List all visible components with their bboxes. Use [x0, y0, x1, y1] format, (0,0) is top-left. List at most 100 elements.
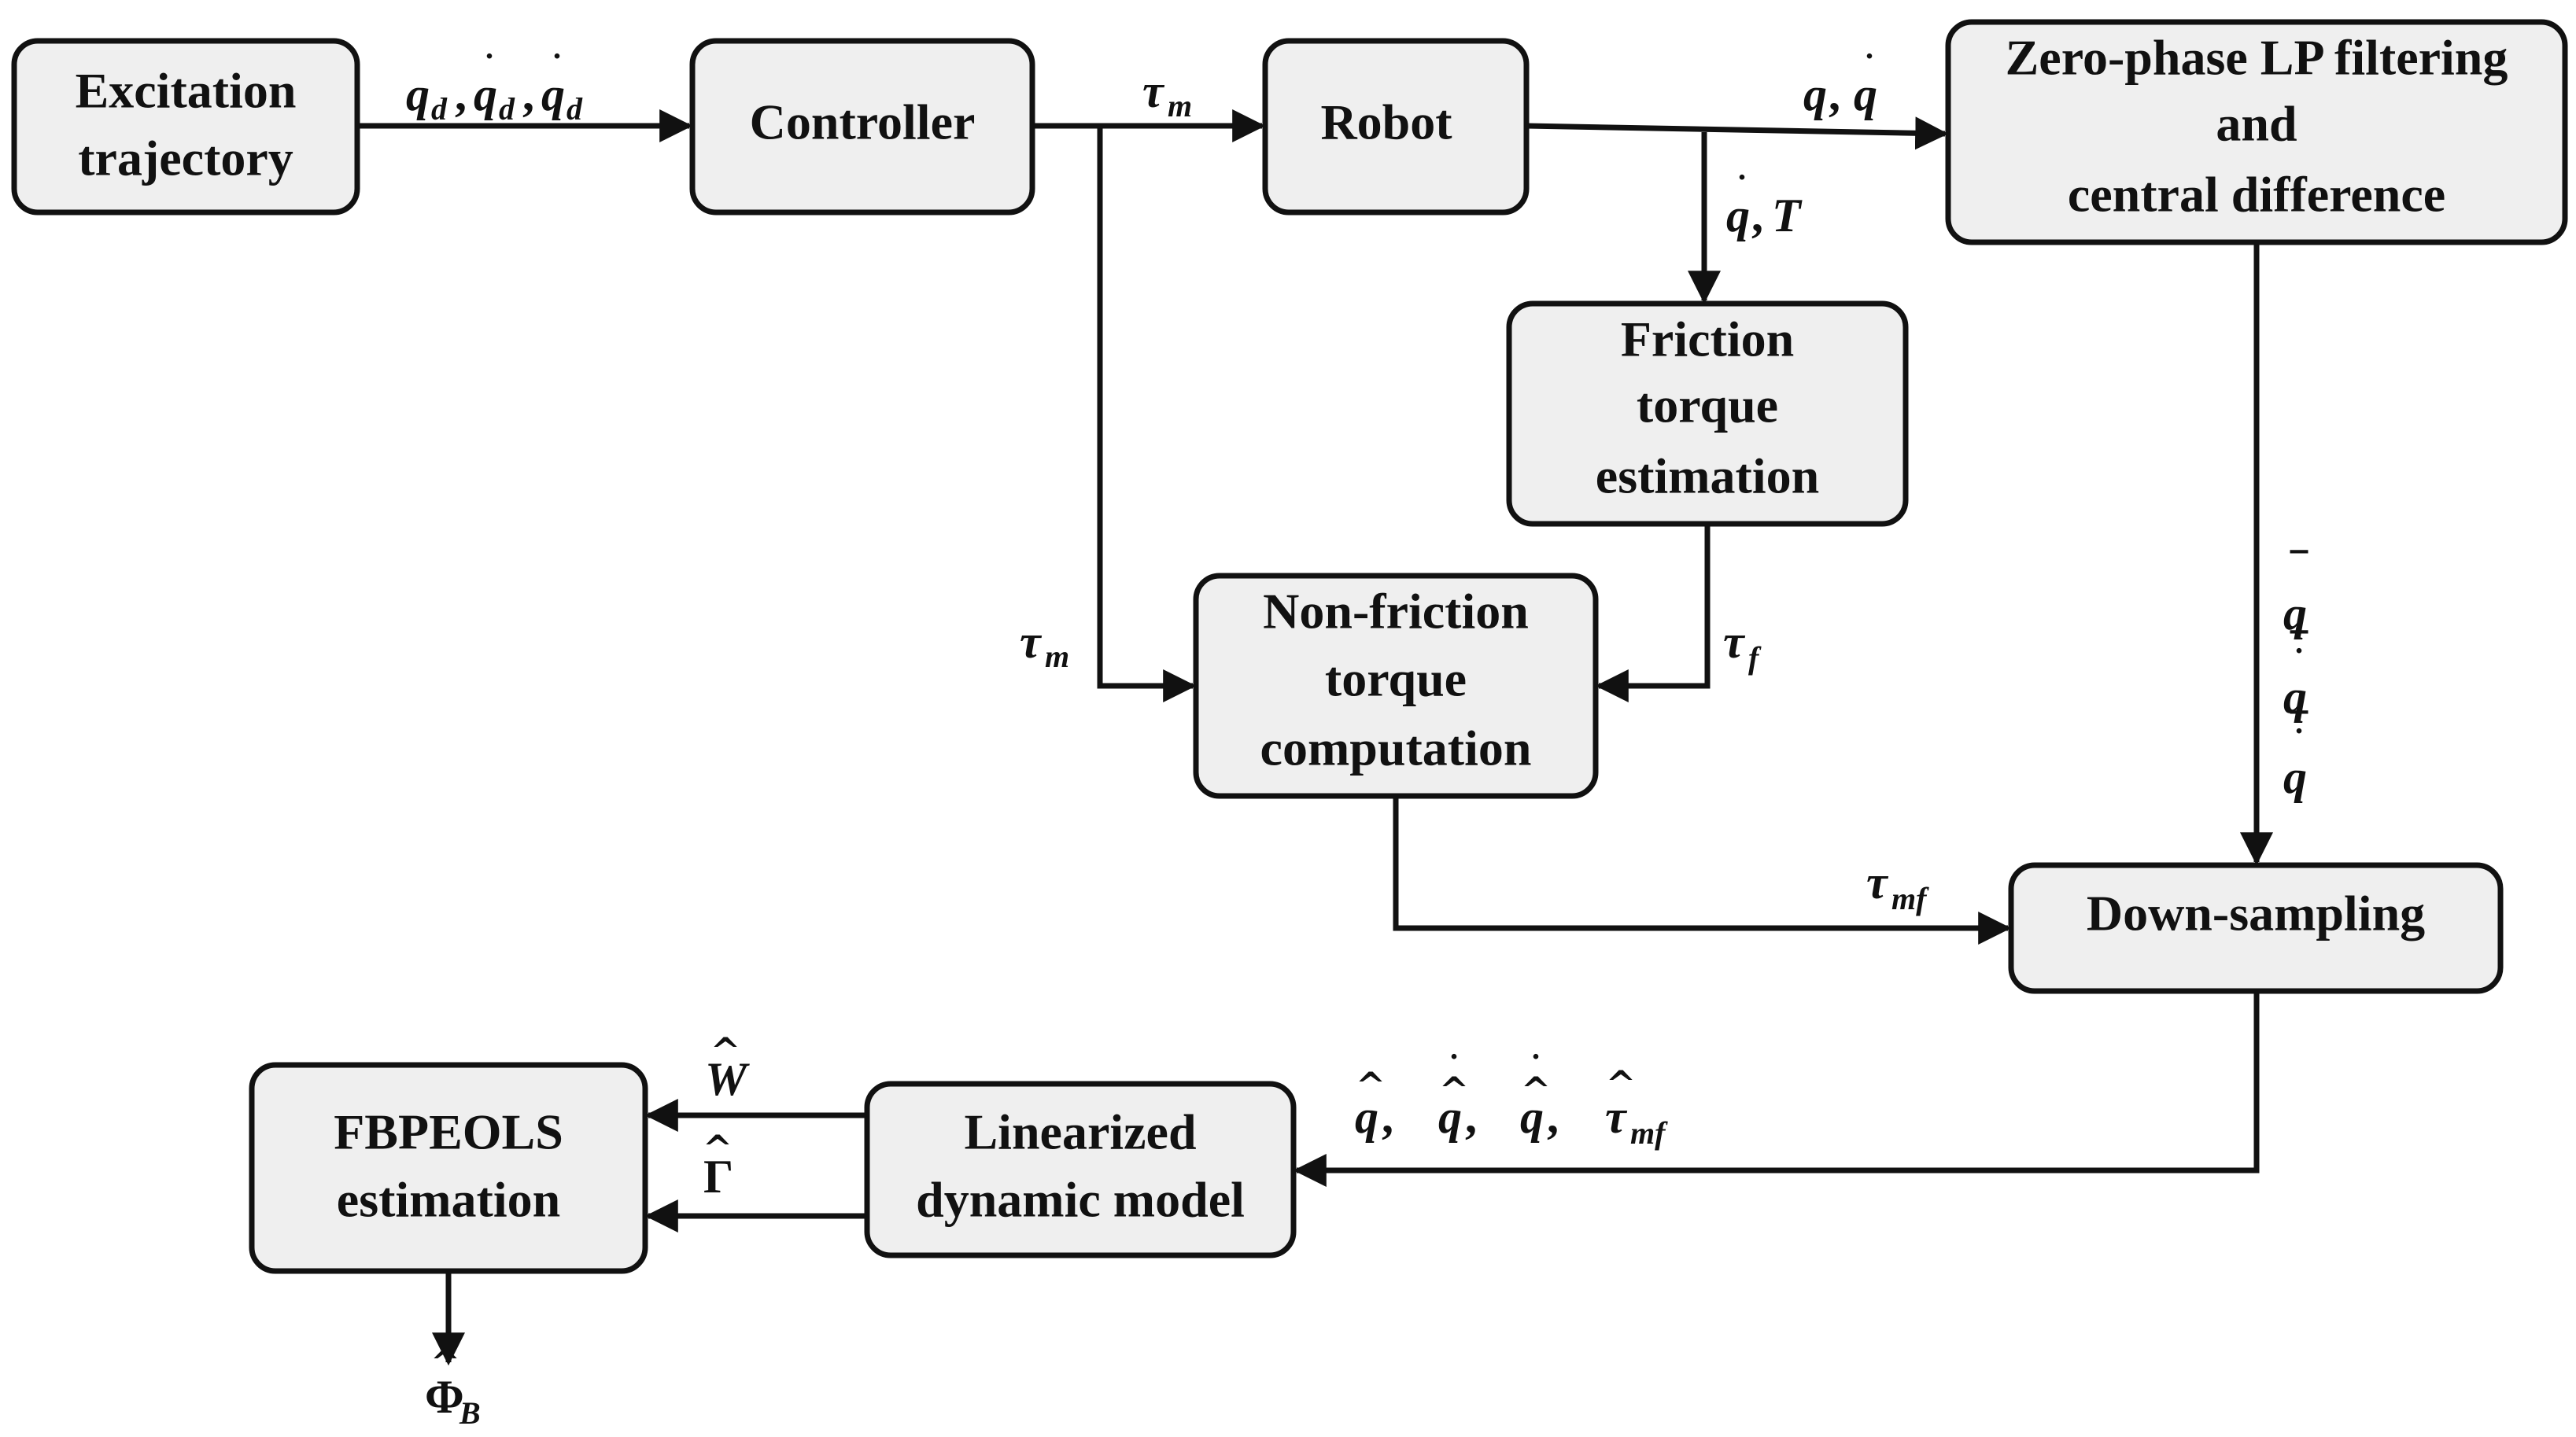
signal-symbol: q — [1726, 190, 1750, 241]
hat-accent: ^ — [1521, 1069, 1552, 1111]
block-label-line: Down-sampling — [2087, 886, 2425, 941]
signal-symbol: q — [406, 68, 430, 120]
signal-symbol: Φ — [425, 1371, 464, 1423]
signal-separator: , — [1829, 68, 1840, 120]
signal-label-tau-mf: τ mf — [1866, 857, 1929, 916]
hat-accent: ^ — [710, 1030, 741, 1072]
block-label-line: trajectory — [78, 131, 293, 186]
block-down-sampling: Down-sampling — [2008, 862, 2504, 994]
block-friction-torque-estimation: Friction torque estimation — [1506, 300, 1909, 527]
signal-symbol: Γ — [703, 1151, 733, 1203]
signal-label-tau-m-left: τ m — [1020, 616, 1069, 674]
block-label-line: torque — [1637, 378, 1778, 433]
block-label-line: Linearized — [964, 1104, 1196, 1160]
wire-tau-m-to-nonfriction — [1097, 126, 1197, 702]
block-label-line: Non-friction — [1263, 584, 1529, 639]
signal-separator: , — [455, 68, 467, 120]
signal-label-gamma-hat: ^ Γ — [703, 1127, 733, 1203]
signal-separator: , — [1382, 1091, 1393, 1143]
signal-subscript: d — [499, 91, 515, 127]
dot-accent: ˙ — [1445, 1048, 1463, 1091]
connections — [357, 109, 2273, 1366]
block-fbpeols-estimation: FBPEOLS estimation — [249, 1062, 648, 1274]
block-label-line: computation — [1260, 720, 1532, 776]
signal-subscript: m — [1168, 88, 1192, 123]
block-label-line: Friction — [1621, 311, 1794, 367]
signal-symbol: q — [2283, 671, 2307, 723]
block-label-line: Robot — [1320, 94, 1452, 150]
hat-accent: ^ — [430, 1341, 461, 1384]
signal-symbol: q — [2283, 751, 2307, 803]
hat-accent: ^ — [1439, 1069, 1470, 1111]
signal-symbol: τ — [1142, 65, 1165, 117]
block-label-line: central difference — [2068, 167, 2445, 223]
dot-accent: ˙ — [481, 48, 499, 90]
signal-label-w-hat: ^ W — [705, 1030, 750, 1105]
signal-symbol: τ — [1605, 1091, 1628, 1143]
block-label-line: dynamic model — [916, 1172, 1245, 1228]
signal-separator: , — [522, 68, 534, 120]
block-label-line: estimation — [337, 1172, 560, 1228]
signal-subscript: d — [566, 91, 583, 127]
wire-downsampling-to-linearized — [1293, 991, 2260, 1187]
block-label-line: Controller — [750, 94, 976, 150]
signal-subscript: mf — [1891, 881, 1929, 916]
block-label-line: estimation — [1596, 448, 1819, 504]
block-label-line: FBPEOLS — [334, 1104, 563, 1160]
signal-separator: , — [1547, 1091, 1559, 1143]
block-linearized-dynamic-model: Linearized dynamic model — [864, 1081, 1297, 1258]
block-controller: Controller — [689, 38, 1035, 216]
signal-subscript: B — [459, 1395, 481, 1431]
block-label-line: Excitation — [76, 63, 297, 119]
signal-symbol: q — [1803, 68, 1827, 120]
signal-subscript: m — [1045, 639, 1069, 674]
wire-nonfriction-to-downsampling — [1393, 796, 2012, 945]
signal-label-filtered-states: ‾ q ‾ ˙ q ‾ ˙ q — [2283, 543, 2308, 803]
hat-accent: ^ — [1356, 1064, 1386, 1107]
bar-accent: ‾ — [2290, 704, 2308, 746]
block-excitation-trajectory: Excitation trajectory — [11, 38, 360, 216]
signal-symbol: q — [1520, 1091, 1544, 1143]
dot-accent: ˙ — [2290, 723, 2308, 765]
block-label-line: and — [2216, 96, 2297, 152]
signal-label-qdot-T: ˙ q , T — [1726, 169, 1803, 241]
signal-symbol: W — [705, 1053, 750, 1105]
signal-symbol: q — [2283, 588, 2307, 639]
block-label-line: Zero-phase LP filtering — [2006, 30, 2508, 86]
signal-subscript: f — [1748, 640, 1762, 676]
bar-accent: ‾ — [2290, 543, 2308, 586]
signal-symbol: q — [541, 68, 565, 120]
signal-symbol: q — [1355, 1091, 1378, 1143]
dot-accent: ˙ — [2290, 643, 2308, 685]
block-robot: Robot — [1262, 38, 1530, 216]
signal-label-q-qdot: q , ˙ q — [1803, 48, 1879, 120]
signal-label-phi-b-hat: ^ Φ B — [425, 1341, 481, 1431]
wire-friction-to-nonfriction — [1595, 524, 1711, 702]
bar-accent: ‾ — [2290, 624, 2308, 666]
hat-accent: ^ — [703, 1127, 733, 1170]
signal-separator: , — [1465, 1091, 1477, 1143]
signal-symbol: q — [1438, 1091, 1462, 1143]
signal-symbol: τ — [1723, 616, 1746, 668]
signal-separator: , — [1751, 190, 1763, 241]
signal-subscript: mf — [1630, 1115, 1668, 1151]
signal-symbol: T — [1772, 190, 1803, 241]
signal-symbol: τ — [1020, 616, 1043, 668]
block-label-line: torque — [1325, 651, 1467, 707]
signal-label-tau-f: τ f — [1723, 616, 1762, 676]
signal-symbol: τ — [1866, 857, 1889, 908]
signal-subscript: d — [431, 91, 448, 127]
signal-symbol: q — [1854, 68, 1877, 120]
signal-label-tau-m-top: τ m — [1142, 65, 1192, 123]
hat-accent: ^ — [1606, 1063, 1637, 1105]
signal-symbol: q — [474, 68, 497, 120]
block-non-friction-torque-computation: Non-friction torque computation — [1193, 573, 1599, 799]
signal-label-desired-trajectory: q d , ˙ q d , ˙ q d — [406, 48, 583, 127]
dot-accent: ˙ — [548, 48, 566, 90]
block-zero-phase-filtering: Zero-phase LP filtering and central diff… — [1945, 19, 2568, 245]
wire-robot-to-filter — [1526, 116, 1949, 150]
dot-accent: ˙ — [1733, 169, 1751, 212]
dot-accent: ˙ — [1527, 1048, 1545, 1091]
dot-accent: ˙ — [1861, 48, 1879, 90]
